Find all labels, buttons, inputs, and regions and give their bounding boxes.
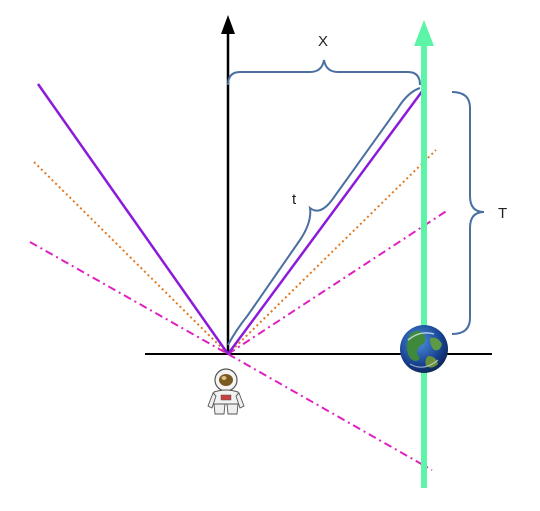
orange-line-right (227, 149, 437, 355)
magenta-line-upper-left (29, 241, 229, 355)
magenta-line-lower-right (227, 353, 433, 471)
t-brace (227, 87, 421, 346)
time-axis-arrow-icon (221, 15, 235, 34)
x-brace (227, 59, 421, 86)
T-brace (451, 91, 485, 335)
earth-icon (400, 325, 448, 373)
label-x: X (318, 33, 328, 50)
astronaut-icon (207, 368, 245, 415)
magenta-line-upper-right (227, 209, 449, 355)
label-T: T (498, 205, 507, 222)
label-t: t (292, 191, 297, 208)
worldline-arrow-icon (414, 20, 434, 46)
light-cone-right (226, 85, 428, 355)
orange-line-left (33, 161, 229, 355)
light-cone-left (36, 83, 230, 355)
